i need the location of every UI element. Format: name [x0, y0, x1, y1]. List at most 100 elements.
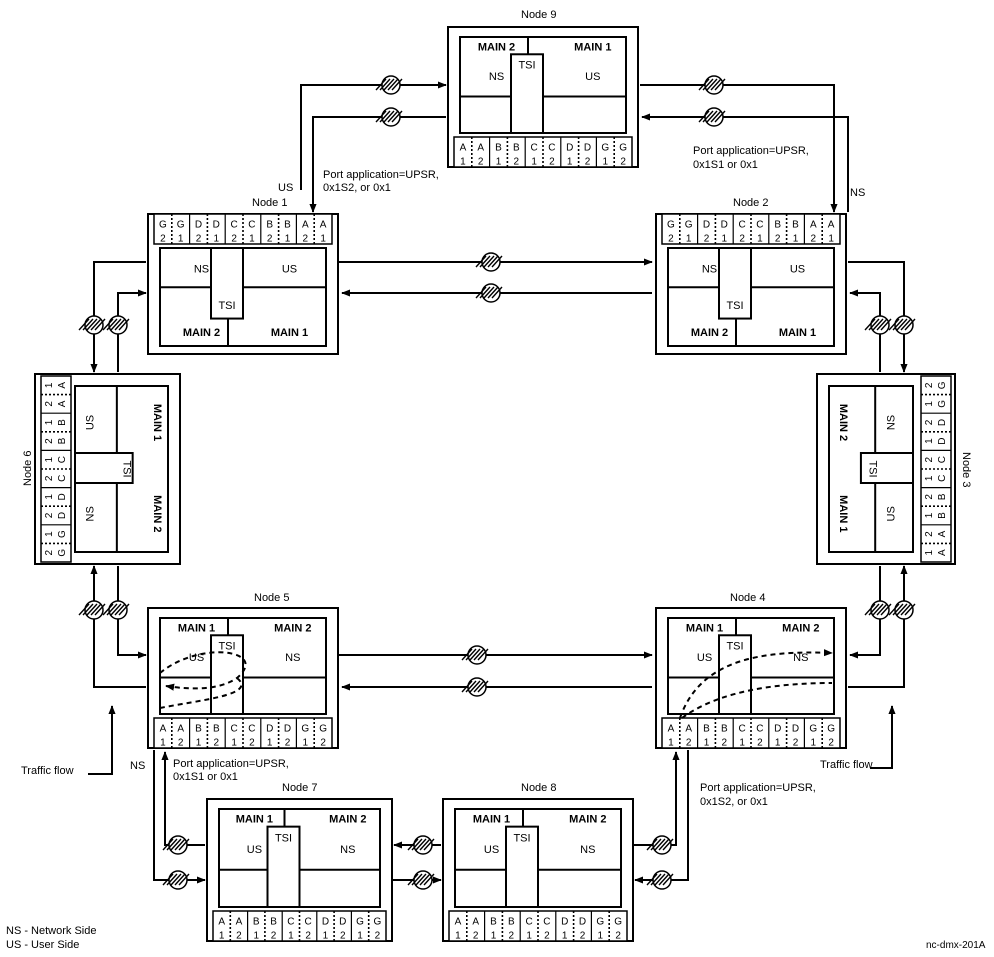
- link-n6-n1: [117, 289, 147, 372]
- port-letter: D: [266, 724, 273, 735]
- fiber-span-circle: [652, 835, 672, 855]
- link-n9-n1-in: [309, 116, 446, 213]
- tsi-label: TSI: [218, 300, 235, 312]
- port-letter: C: [248, 220, 255, 231]
- port-letter: G: [319, 724, 327, 735]
- fiber-span-icon: [461, 645, 489, 665]
- port-letter: B: [774, 220, 781, 231]
- fiber-span-hatch: [710, 110, 722, 123]
- port-number: 1: [285, 234, 291, 245]
- fiber-span-hatch: [892, 603, 904, 616]
- port-letter: D: [721, 220, 728, 231]
- port-letter: B: [270, 917, 277, 928]
- port-app-note-4-line1: Port application=UPSR,: [700, 782, 816, 794]
- fiber-span-hatch: [178, 873, 190, 886]
- port-number: 2: [340, 931, 346, 942]
- ns-side-label-bottom: NS: [130, 760, 145, 772]
- port-number: 2: [585, 157, 591, 168]
- fiber-span-hatch: [473, 648, 485, 661]
- port-letter: C: [57, 475, 68, 482]
- fiber-span-hatch: [864, 318, 876, 331]
- fiber-span-hatch: [483, 255, 495, 268]
- fiber-span-circle: [108, 600, 128, 620]
- fiber-span-hatch: [375, 110, 387, 123]
- fiber-span-hatch: [86, 318, 98, 331]
- port-number: 1: [357, 931, 363, 942]
- tsi-box: [505, 825, 539, 909]
- side-label-b: NS: [580, 844, 595, 856]
- fiber-span-hatch: [118, 603, 130, 616]
- main-label-b: MAIN 2: [274, 622, 311, 634]
- fiber-span-circle: [168, 835, 188, 855]
- fiber-span-circle: [481, 252, 501, 272]
- link-n8-n4: [633, 751, 680, 846]
- fiber-span-icon: [407, 835, 435, 855]
- port-number: 2: [757, 738, 763, 749]
- port-app-note-5-line1: Port application=UPSR,: [173, 758, 289, 770]
- port-letter: B: [195, 724, 202, 735]
- port-letter: A: [320, 220, 327, 231]
- port-number: 1: [811, 738, 817, 749]
- port-letter: D: [566, 143, 573, 154]
- port-number: 1: [303, 738, 309, 749]
- fiber-span-hatch: [698, 110, 710, 123]
- fiber-span-circle: [413, 835, 433, 855]
- fiber-span-hatch: [706, 78, 718, 91]
- port-letter: C: [530, 143, 537, 154]
- fiber-span-hatch: [483, 286, 495, 299]
- port-letter: A: [57, 400, 68, 407]
- fiber-span-hatch: [479, 286, 491, 299]
- fiber-span-hatch: [94, 318, 106, 331]
- main-label-b: MAIN 1: [779, 327, 816, 339]
- port-number: 1: [924, 401, 935, 407]
- node-9-label: Node 9: [521, 9, 556, 21]
- main-label-b: MAIN 2: [151, 495, 163, 532]
- tsi-label: TSI: [518, 60, 535, 72]
- port-app-note-2-line2: 0x1S1 or 0x1: [693, 159, 758, 171]
- fiber-span-circle: [894, 315, 914, 335]
- fiber-span-circle: [381, 75, 401, 95]
- port-number: 1: [603, 157, 609, 168]
- port-letter: C: [543, 917, 550, 928]
- fiber-span-hatch: [475, 255, 487, 268]
- fiber-span-hatch: [864, 603, 876, 616]
- fiber-span-hatch: [654, 838, 666, 851]
- port-number: 2: [828, 738, 834, 749]
- port-number: 2: [285, 738, 291, 749]
- fiber-span-hatch: [174, 838, 186, 851]
- fiber-span-hatch: [407, 838, 419, 851]
- port-number: 1: [160, 738, 166, 749]
- fiber-span-hatch: [469, 680, 481, 693]
- side-label-b: US: [886, 506, 898, 521]
- fiber-span-hatch: [166, 838, 178, 851]
- port-letter: B: [495, 143, 502, 154]
- port-number: 1: [44, 531, 55, 537]
- fiber-span-hatch: [698, 78, 710, 91]
- main-label-b: MAIN 1: [271, 327, 308, 339]
- side-label-b: US: [282, 264, 297, 276]
- port-number: 1: [231, 738, 237, 749]
- fiber-span-hatch: [174, 873, 186, 886]
- port-letter: G: [937, 381, 948, 389]
- fiber-span-hatch: [411, 873, 423, 886]
- port-letter: A: [810, 220, 817, 231]
- port-letter: D: [774, 724, 781, 735]
- port-letter: G: [373, 917, 381, 928]
- tsi-box: [210, 634, 244, 716]
- fiber-span-hatch: [375, 78, 387, 91]
- port-number: 2: [924, 494, 935, 500]
- fiber-span-hatch: [94, 603, 106, 616]
- fiber-span-icon: [162, 870, 190, 890]
- port-number: 2: [924, 419, 935, 425]
- node-4-label: Node 4: [730, 592, 765, 604]
- fiber-span-circle: [894, 600, 914, 620]
- node-3-label: Node 3: [960, 452, 972, 487]
- port-letter: B: [792, 220, 799, 231]
- figure-id: nc-dmx-201A: [926, 940, 986, 951]
- main-label-b: MAIN 2: [569, 814, 606, 826]
- port-letter: G: [301, 724, 309, 735]
